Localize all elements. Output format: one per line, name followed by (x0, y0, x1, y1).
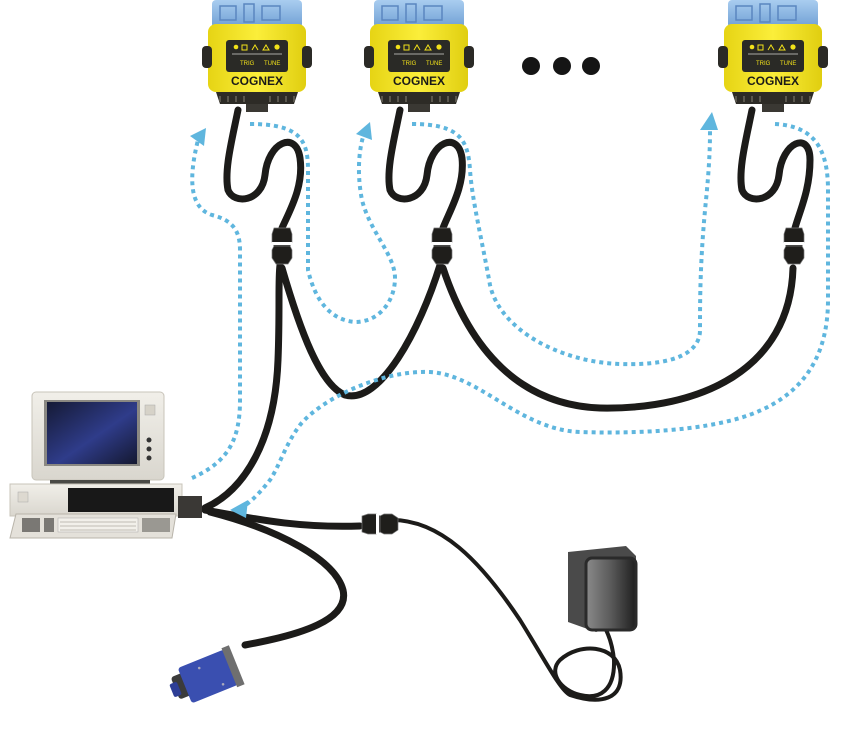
flow-down-cam2 (411, 122, 712, 367)
camera-2-tune-label: TUNE (426, 61, 442, 67)
camera-1[interactable]: TRIG TUNE COGNEX (201, 0, 313, 113)
io-connector[interactable] (164, 645, 245, 710)
arrowheads (190, 112, 718, 518)
camera-2-cable (385, 106, 466, 232)
cables (201, 106, 814, 702)
camera-n-cable (737, 106, 814, 232)
pc-keyboard (9, 513, 177, 539)
pc-cable-plug (178, 496, 202, 518)
power-inline-connector (361, 513, 399, 535)
pc-screen (47, 402, 137, 464)
camera-2-trig-label: TRIG (402, 61, 417, 67)
camera-1-tune-label: TUNE (264, 61, 280, 67)
camera-2-brand: COGNEX (393, 74, 445, 88)
trunk-pc-to-cam1 (201, 261, 284, 512)
camera-1-trig-label: TRIG (240, 61, 255, 67)
power-supply[interactable] (568, 546, 638, 632)
camera-1-cable (223, 106, 305, 232)
arrowhead-cam1 (190, 128, 206, 146)
trunk-cam1-to-cam2 (278, 261, 444, 400)
flow-return-camn (239, 122, 830, 510)
camera-n-brand: COGNEX (747, 74, 799, 88)
pc-monitor (31, 391, 165, 486)
trunk-cam2-to-camn (439, 264, 797, 412)
ellipsis-more-cameras (522, 57, 600, 75)
ellipsis-dot (553, 57, 571, 75)
pc-drive-bay (68, 488, 174, 512)
ellipsis-dot (522, 57, 540, 75)
pc-system-unit (9, 483, 183, 517)
flow-down-cam1 (249, 122, 398, 325)
camera-1-brand: COGNEX (231, 74, 283, 88)
pc[interactable] (9, 391, 202, 539)
arrowhead-pc (230, 500, 248, 518)
ellipsis-dot (582, 57, 600, 75)
data-flow-arrows (190, 122, 830, 510)
io-cable (206, 508, 348, 649)
camera-n-trig-label: TRIG (756, 61, 771, 67)
power-cable-b (390, 518, 623, 702)
inline-connector-1 (271, 227, 293, 265)
camera-n[interactable]: TRIG TUNE COGNEX (717, 0, 829, 113)
inline-connector-2 (431, 227, 453, 265)
arrowhead-camn (700, 112, 718, 130)
inline-connector-n (783, 227, 805, 265)
camera-2[interactable]: TRIG TUNE COGNEX (363, 0, 475, 113)
flow-up-cam1 (190, 139, 242, 480)
camera-n-tune-label: TUNE (780, 61, 796, 67)
arrowhead-cam2 (356, 122, 372, 140)
